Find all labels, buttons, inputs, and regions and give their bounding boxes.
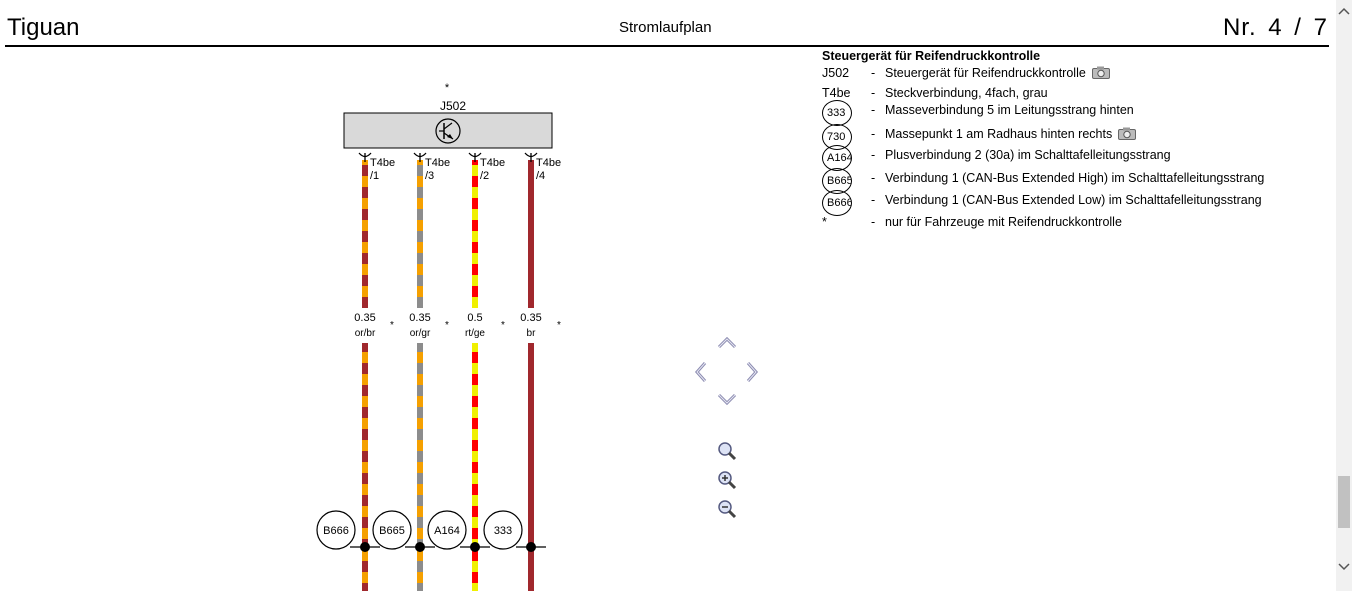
wire-pin-2 — [472, 160, 478, 591]
pin-conn-4: T4be — [536, 157, 561, 169]
wire-pin-4 — [528, 160, 534, 591]
vehicle-model: Tiguan — [7, 14, 80, 41]
connection-label-333: 333 — [494, 525, 512, 537]
legend-desc: Verbindung 1 (CAN-Bus Extended Low) im S… — [885, 193, 1262, 207]
page-number: Nr. 4 / 7 — [1222, 14, 1328, 41]
legend-desc: Steckverbindung, 4fach, grau — [885, 86, 1048, 100]
legend-desc: Plusverbindung 2 (30a) im Schalttafellei… — [885, 148, 1171, 162]
legend-symbol: * — [822, 215, 827, 229]
wire-marker-4: * — [557, 320, 561, 331]
chevron-down-icon[interactable] — [716, 392, 738, 408]
wire-color-2: rt/ge — [465, 328, 485, 339]
vertical-scrollbar[interactable] — [1336, 0, 1352, 591]
legend-circle-symbol: B666 — [822, 190, 852, 216]
legend-desc: Masseverbindung 5 im Leitungsstrang hint… — [885, 103, 1134, 117]
connector-arrows — [358, 152, 538, 162]
scroll-up-icon[interactable] — [1336, 4, 1352, 18]
legend-dash: - — [871, 86, 876, 100]
wire-size-3: 0.35 — [409, 312, 430, 324]
wire-marker-1: * — [390, 320, 394, 331]
component-marker: * — [445, 82, 450, 94]
legend-item: B665 - Verbindung 1 (CAN-Bus Extended Hi… — [822, 168, 1322, 194]
wire-size-1: 0.35 — [354, 312, 375, 324]
wire-marker-3: * — [445, 320, 449, 331]
legend-desc: nur für Fahrzeuge mit Reifendruckkontrol… — [885, 215, 1122, 229]
page-header: Tiguan Stromlaufplan Nr. 4 / 7 — [0, 0, 1336, 46]
legend-dash: - — [871, 127, 876, 141]
legend-item: A164 - Plusverbindung 2 (30a) im Schaltt… — [822, 145, 1322, 171]
zoom-out-icon[interactable] — [716, 498, 738, 520]
wire-pin-1 — [362, 160, 368, 591]
pin-conn-1: T4be — [370, 157, 395, 169]
pin-num-3: /3 — [425, 170, 434, 182]
legend-dash: - — [871, 66, 876, 80]
legend-symbol: T4be — [822, 86, 851, 100]
legend-title: Steuergerät für Reifendruckkontrolle — [822, 49, 1041, 63]
legend-dash: - — [871, 215, 876, 229]
connection-label-b665: B665 — [379, 525, 405, 537]
legend-dash: - — [871, 103, 876, 117]
connection-circle-b665 — [372, 510, 412, 550]
legend-desc: Massepunkt 1 am Radhaus hinten rechts — [885, 127, 1113, 141]
junctions — [350, 542, 546, 552]
connection-label-b666: B666 — [323, 525, 349, 537]
wire-size-2: 0.5 — [467, 312, 482, 324]
wire-size-4: 0.35 — [520, 312, 541, 324]
legend-item: B666 - Verbindung 1 (CAN-Bus Extended Lo… — [822, 190, 1322, 216]
pin-conn-3: T4be — [425, 157, 450, 169]
wire-pin-3 — [417, 160, 423, 591]
transistor-symbol — [435, 118, 461, 144]
legend-dash: - — [871, 171, 876, 185]
legend-item: 730 - Massepunkt 1 am Radhaus hinten rec… — [822, 124, 1322, 150]
chevron-up-icon[interactable] — [716, 334, 738, 350]
pin-num-2: /2 — [480, 170, 489, 182]
legend-circle-symbol: 333 — [822, 100, 852, 126]
camera-icon[interactable] — [1091, 66, 1110, 79]
legend-desc: Verbindung 1 (CAN-Bus Extended High) im … — [885, 171, 1265, 185]
zoom-in-icon[interactable] — [716, 469, 738, 491]
connection-circle-a164 — [427, 510, 467, 550]
chevron-left-icon[interactable] — [692, 360, 708, 384]
legend-item: T4be - Steckverbindung, 4fach, grau — [822, 86, 1322, 106]
scrollbar-thumb[interactable] — [1338, 476, 1350, 528]
legend-item: * - nur für Fahrzeuge mit Reifendruckkon… — [822, 215, 1322, 235]
legend-dash: - — [871, 148, 876, 162]
wire-color-3: or/gr — [410, 328, 431, 339]
wire-marker-2: * — [501, 320, 505, 331]
connection-circle-333 — [483, 510, 523, 550]
camera-icon[interactable] — [1118, 127, 1137, 140]
legend-symbol: J502 — [822, 66, 850, 80]
pin-num-1: /1 — [370, 170, 379, 182]
wire-color-4: br — [527, 328, 537, 339]
pin-num-4: /4 — [536, 170, 545, 182]
zoom-fit-icon[interactable] — [716, 440, 738, 462]
page-title: Stromlaufplan — [619, 19, 712, 36]
chevron-right-icon[interactable] — [745, 360, 761, 384]
pin-conn-2: T4be — [480, 157, 505, 169]
component-id: J502 — [440, 99, 466, 113]
legend-item: J502 - Steuergerät für Reifendruckkontro… — [822, 66, 1322, 86]
legend-item: 333 - Masseverbindung 5 im Leitungsstran… — [822, 100, 1322, 126]
connection-circle-b666 — [316, 510, 356, 550]
wire-color-1: or/br — [355, 328, 376, 339]
legend-desc: Steuergerät für Reifendruckkontrolle — [885, 66, 1086, 80]
header-rule — [5, 45, 1329, 47]
legend-dash: - — [871, 193, 876, 207]
connection-label-a164: A164 — [434, 525, 460, 537]
scroll-down-icon[interactable] — [1336, 560, 1352, 574]
